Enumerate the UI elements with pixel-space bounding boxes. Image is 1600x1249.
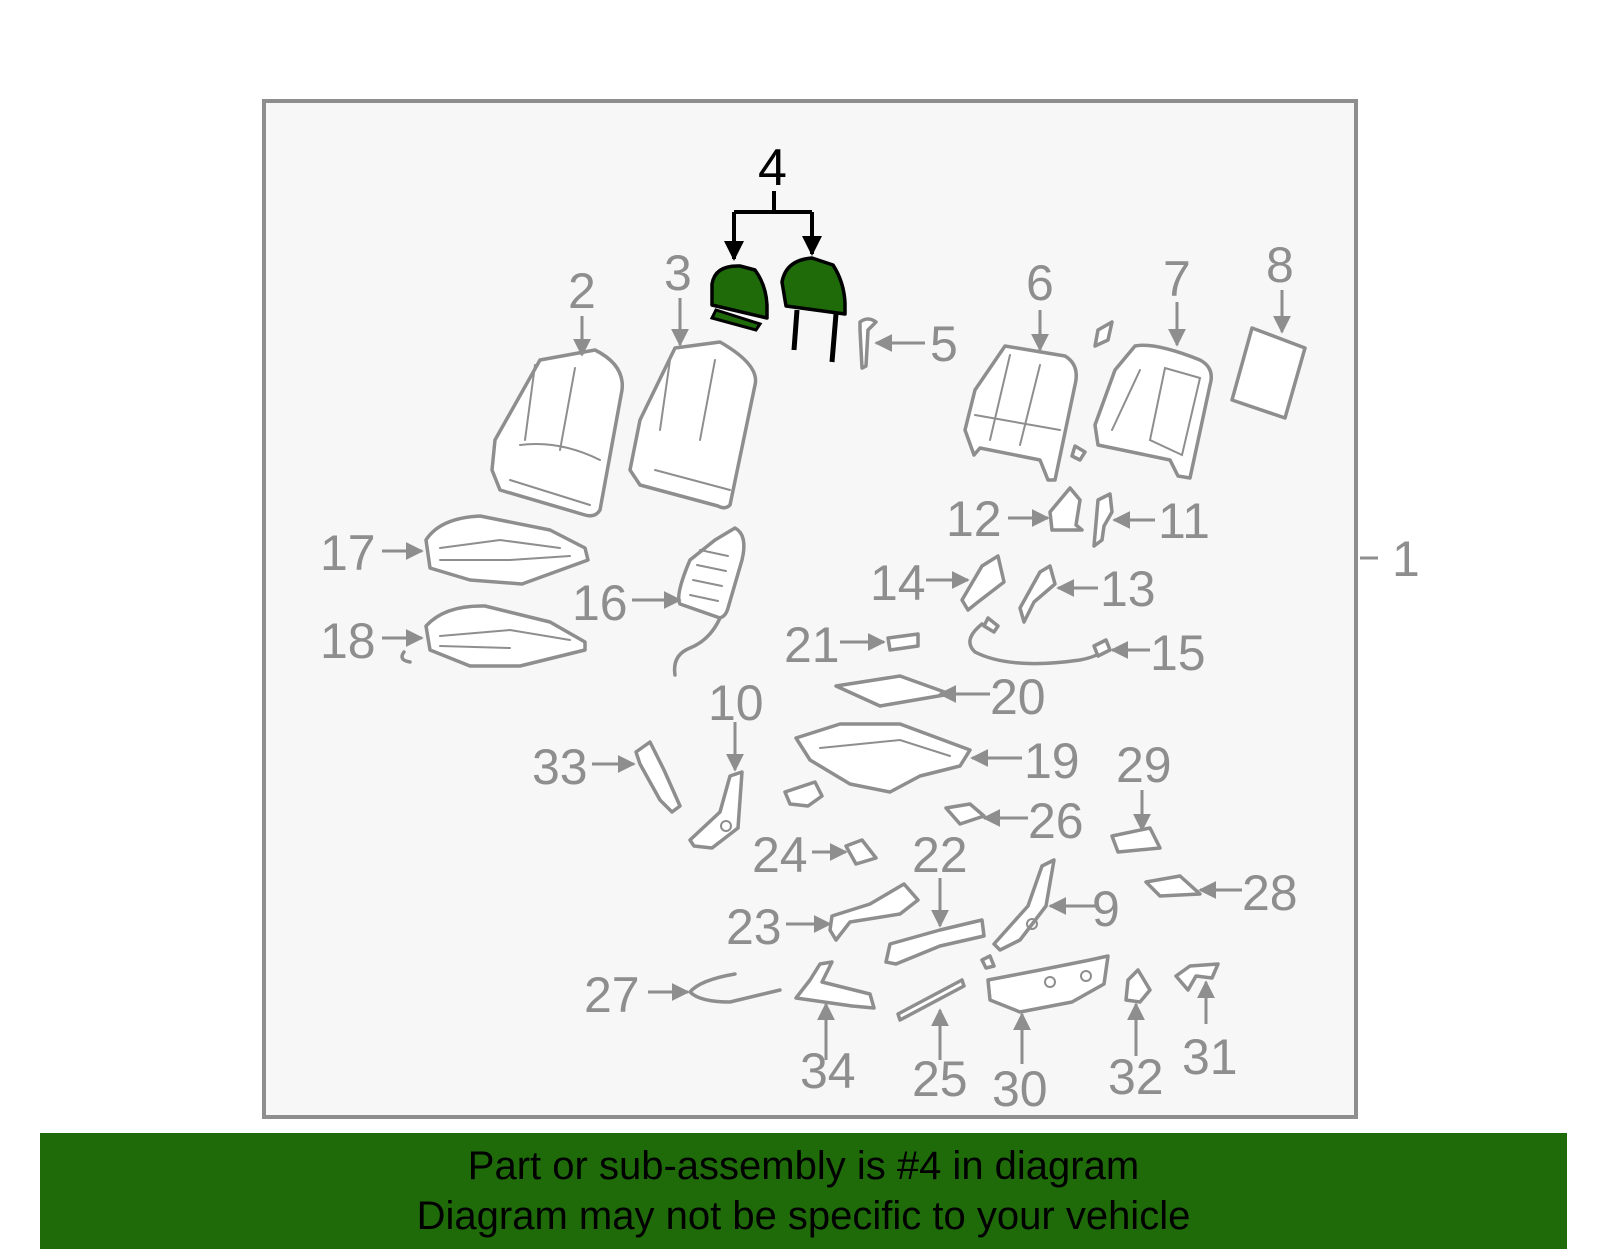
part-11-clip[interactable] [1092, 492, 1114, 548]
part-8-pocket[interactable] [1230, 326, 1307, 420]
part-30-side-shield[interactable] [980, 954, 1110, 1014]
callout-18: 18 [320, 613, 376, 669]
callout-27: 27 [584, 967, 640, 1023]
callout-5: 5 [930, 316, 958, 372]
part-16-lumbar[interactable] [672, 526, 746, 677]
part-2-seatback-cover[interactable] [490, 348, 624, 518]
callout-3: 3 [664, 245, 692, 301]
callout-19: 19 [1024, 733, 1080, 789]
callout-33: 33 [532, 739, 588, 795]
callout-13: 13 [1100, 561, 1156, 617]
callout-14: 14 [870, 555, 926, 611]
part-24-clip[interactable] [844, 838, 878, 866]
callout-16: 16 [572, 575, 628, 631]
part-14-cover[interactable] [960, 554, 1006, 612]
part-19-seat-pan[interactable] [794, 722, 972, 794]
callout-29: 29 [1116, 737, 1172, 793]
part-22-track[interactable] [884, 918, 986, 966]
part-27-rail[interactable] [688, 972, 782, 1004]
callout-2: 2 [568, 263, 596, 319]
part-21-clip[interactable] [886, 632, 920, 652]
callout-6: 6 [1026, 255, 1054, 311]
callout-25: 25 [912, 1051, 968, 1107]
part-9-recliner-cover[interactable] [992, 858, 1056, 952]
callout-7: 7 [1163, 251, 1191, 307]
part-4-headrest-left[interactable] [709, 264, 769, 332]
callout-21: 21 [784, 617, 840, 673]
callout-20: 20 [990, 669, 1046, 725]
callout-26: 26 [1028, 793, 1084, 849]
part-17-cushion-cover[interactable] [424, 514, 590, 586]
callout-9: 9 [1092, 881, 1120, 937]
callout-28: 28 [1242, 865, 1298, 921]
part-3-seatback-pad[interactable] [628, 340, 758, 510]
callout-1: 1 [1392, 531, 1420, 587]
part-10-side-cover[interactable] [688, 770, 744, 850]
part-7-seatback-panel[interactable] [1093, 343, 1213, 480]
part-34-link[interactable] [794, 960, 876, 1010]
callout-30: 30 [992, 1061, 1048, 1117]
part-32-nut[interactable] [1124, 968, 1152, 1004]
callout-31: 31 [1182, 1029, 1238, 1085]
part-18-cushion-pad[interactable] [400, 604, 587, 668]
callout-22: 22 [912, 827, 968, 883]
part-12-trim[interactable] [1048, 486, 1084, 532]
info-banner: Part or sub-assembly is #4 in diagram Di… [40, 1133, 1567, 1249]
part-6-seatback-frame[interactable] [963, 344, 1078, 482]
part-13-cover[interactable] [1018, 564, 1057, 624]
callout-11: 11 [1158, 493, 1210, 549]
part-23-track[interactable] [828, 882, 920, 942]
callout-15: 15 [1150, 625, 1206, 681]
callout-12: 12 [946, 491, 1002, 547]
callout-8: 8 [1266, 237, 1294, 293]
part-33-trim[interactable] [634, 740, 682, 814]
callout-24: 24 [752, 827, 808, 883]
part-small-bracket-c[interactable] [783, 780, 824, 808]
part-small-bracket-b[interactable] [1070, 444, 1087, 462]
callout-23: 23 [726, 899, 782, 955]
callout-34: 34 [800, 1043, 856, 1099]
part-31-bracket[interactable] [1174, 962, 1220, 992]
callout-10: 10 [708, 675, 764, 731]
banner-line-1: Part or sub-assembly is #4 in diagram [467, 1144, 1140, 1188]
callout-4-bracket [724, 191, 812, 259]
part-25-rod[interactable] [896, 978, 966, 1022]
part-small-bracket-a[interactable] [1093, 320, 1114, 348]
callout-4: 4 [758, 139, 787, 197]
banner-line-2: Diagram may not be specific to your vehi… [416, 1194, 1191, 1238]
part-15-cable[interactable] [968, 616, 1112, 666]
part-5-guide[interactable] [858, 317, 878, 370]
callout-32: 32 [1108, 1049, 1164, 1105]
callout-17: 17 [320, 525, 376, 581]
